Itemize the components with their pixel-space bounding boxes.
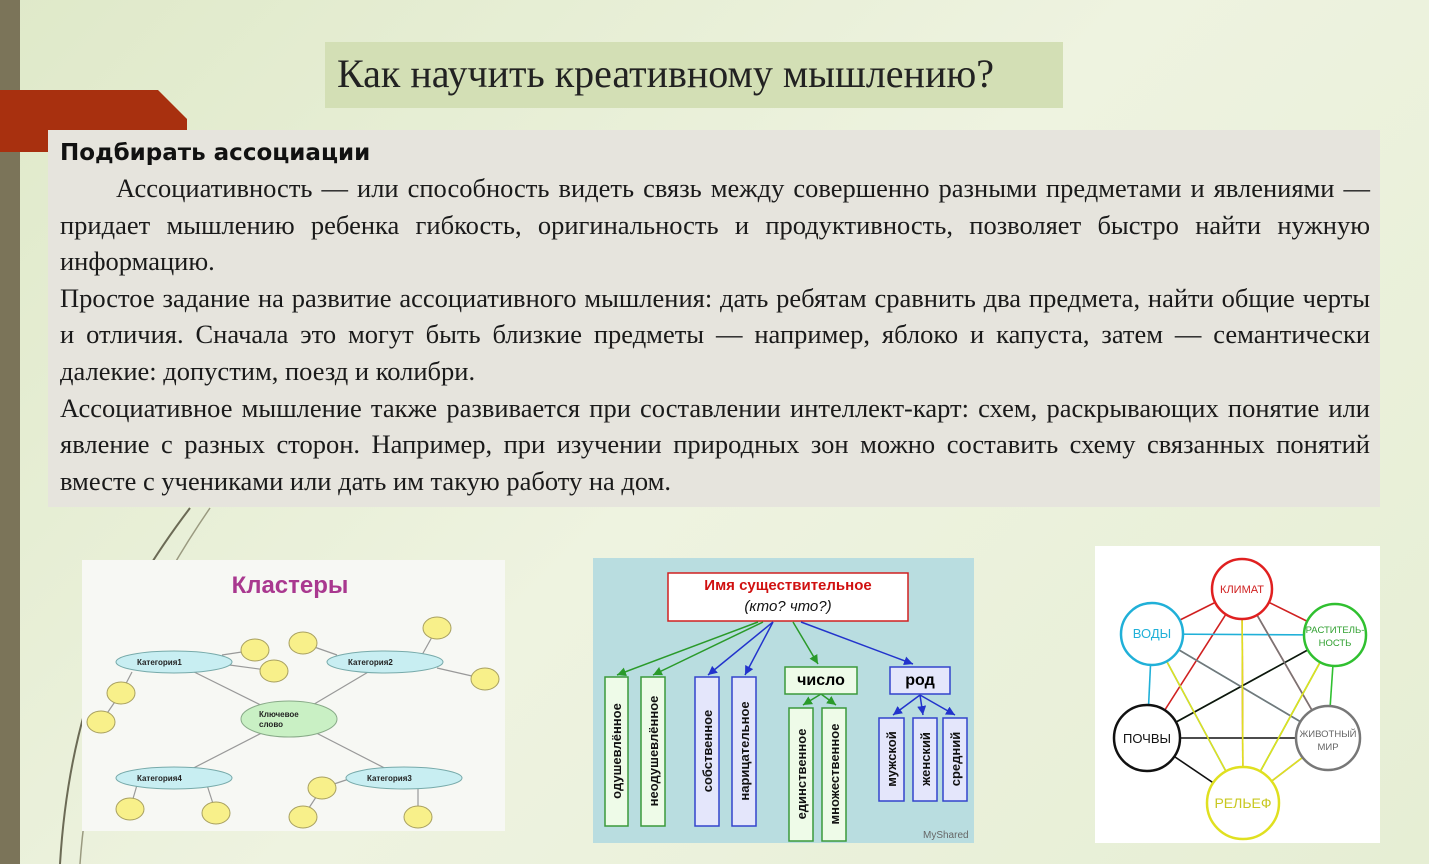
category-label: Категория3 [367, 774, 412, 783]
cluster-title: Кластеры [232, 572, 349, 599]
left-decor-bar [0, 0, 20, 864]
text-panel: Подбирать ассоциации Ассоциативность — и… [48, 130, 1380, 507]
nature-diagram: КЛИМАТ ВОДЫ РАСТИТЕЛЬ- НОСТЬ ПОЧВЫ ЖИВОТ… [1095, 546, 1380, 843]
node-relief: РЕЛЬЕФ [1214, 795, 1271, 811]
watermark: MyShared [923, 830, 969, 841]
gender-value: мужской [884, 731, 899, 786]
paragraph: Ассоциативность — или способность видеть… [60, 173, 1370, 277]
node-fauna: ЖИВОТНЫЙ [1300, 728, 1357, 740]
noun-subtitle: (кто? что?) [744, 598, 831, 615]
number-value: единственное [794, 729, 809, 820]
cluster-diagram: Кластеры Категория1 Категория2 Категория… [82, 560, 505, 831]
category-label: Категория1 [137, 658, 182, 667]
key-word-label: слово [259, 720, 283, 729]
kind-label: собственное [700, 710, 715, 793]
node-vegetation: РАСТИТЕЛЬ- [1306, 625, 1365, 636]
paragraph: Простое задание на развитие ассоциативно… [60, 282, 1370, 386]
key-word-label: Ключевое [259, 710, 299, 719]
node-fauna: МИР [1317, 742, 1338, 753]
node-water: ВОДЫ [1133, 626, 1171, 641]
kind-label: нарицательное [737, 701, 752, 800]
animacy-label: неодушевлённое [646, 696, 661, 807]
gender-label: род [905, 672, 935, 689]
number-label: число [797, 672, 845, 689]
section-heading: Подбирать ассоциации [60, 140, 371, 166]
node-vegetation: НОСТЬ [1319, 638, 1352, 649]
animacy-label: одушевлённое [609, 703, 624, 799]
gender-value: средний [948, 732, 963, 787]
noun-diagram: Имя существительное (кто? что?) число ро… [593, 558, 974, 843]
gender-value: женский [918, 732, 933, 787]
category-label: Категория2 [348, 658, 393, 667]
node-climate: КЛИМАТ [1220, 584, 1264, 596]
number-value: множественное [827, 724, 842, 825]
slide-title: Как научить креативному мышлению? [325, 42, 1063, 108]
category-label: Категория4 [137, 774, 182, 783]
node-soil: ПОЧВЫ [1123, 731, 1171, 746]
noun-title: Имя существительное [704, 577, 871, 594]
paragraph: Ассоциативное мышление также развивается… [60, 392, 1370, 496]
